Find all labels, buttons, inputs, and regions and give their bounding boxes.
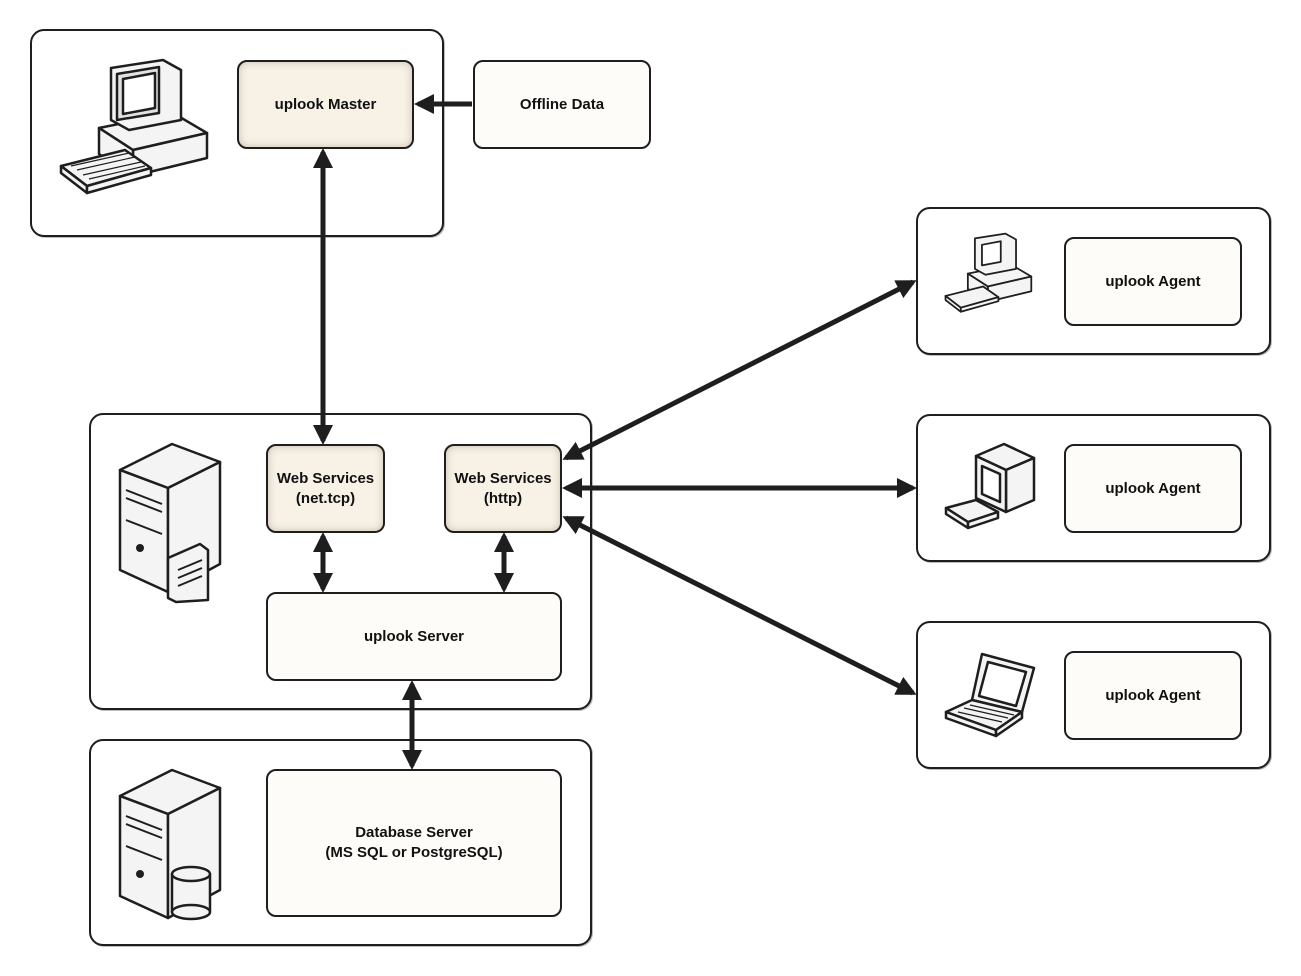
uplook-agent-node-1: uplook Agent (1064, 237, 1242, 326)
crt-monitor-icon (944, 442, 1036, 530)
desktop-computer-icon (944, 232, 1033, 313)
database-server-node: Database Server (MS SQL or PostgreSQL) (266, 769, 562, 917)
web-services-nettcp-node: Web Services (net.tcp) (266, 444, 385, 533)
database-server-icon (118, 768, 222, 921)
uplook-agent-node-3: uplook Agent (1064, 651, 1242, 740)
web-services-http-node: Web Services (http) (444, 444, 562, 533)
uplook-master-node: uplook Master (237, 60, 414, 149)
uplook-agent-node-2: uplook Agent (1064, 444, 1242, 533)
laptop-icon (944, 652, 1036, 738)
http-to-agent1-arrow (562, 279, 917, 461)
server-tower-icon (118, 442, 222, 604)
http-to-agent3-arrow (562, 515, 917, 696)
desktop-computer-icon (59, 58, 209, 195)
offline-data-node: Offline Data (473, 60, 651, 149)
